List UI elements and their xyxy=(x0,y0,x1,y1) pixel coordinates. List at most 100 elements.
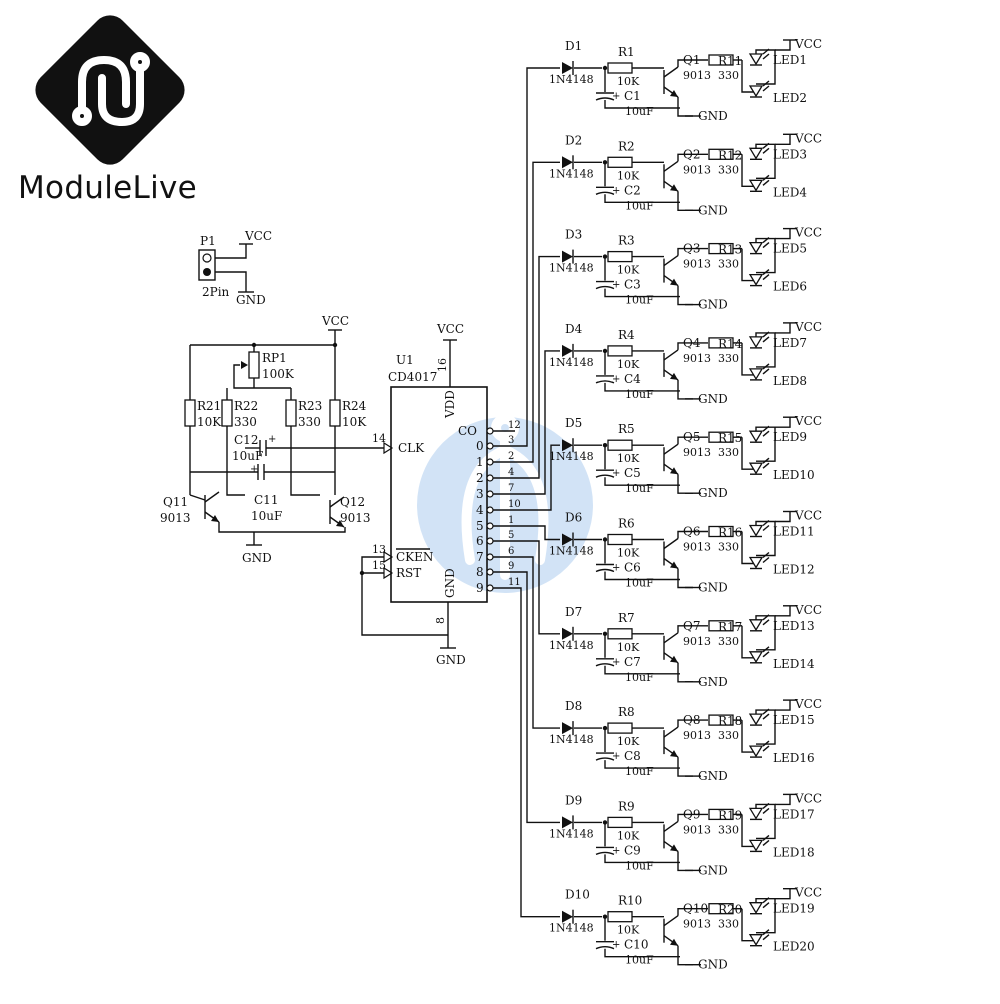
ch4-transistor-value: 9013 xyxy=(683,352,711,365)
led-triangle xyxy=(748,745,764,758)
ch9-transistor-value: 9013 xyxy=(683,823,711,836)
ch10-transistor-ref: Q10 xyxy=(683,902,708,916)
p1-pin xyxy=(202,253,212,263)
led-ray xyxy=(762,524,770,532)
ch6-cap-polarity: + xyxy=(612,563,620,574)
ch4-cap-polarity: + xyxy=(612,374,620,385)
diode-icon xyxy=(562,909,574,924)
output-pin-bubble xyxy=(486,474,494,482)
led-icon xyxy=(748,740,770,758)
c12-polarity: + xyxy=(268,434,276,445)
led-ray xyxy=(762,179,770,186)
r24-ref-label: R24 xyxy=(342,399,367,413)
cken-label: CKEN xyxy=(396,550,433,564)
wire xyxy=(677,662,693,683)
output-bus-wire xyxy=(515,255,560,479)
led-icon xyxy=(748,646,770,664)
base-resistor xyxy=(607,816,633,829)
ch10-led2-label: LED20 xyxy=(773,940,815,954)
output-pin-bubble xyxy=(486,568,494,576)
ch7-cap-polarity: + xyxy=(612,657,620,668)
capacitor-icon xyxy=(595,186,615,195)
base-resistor xyxy=(607,345,633,357)
diode-icon xyxy=(562,249,574,264)
diode-icon xyxy=(562,721,574,736)
wire xyxy=(677,813,708,822)
ch2-vcc-label: VCC xyxy=(794,131,822,145)
led-ray xyxy=(762,839,770,846)
led-triangle xyxy=(748,147,764,160)
ch2-load-res-value: 330 xyxy=(718,163,739,176)
npn-transistor-icon xyxy=(663,915,679,947)
ch10-diode-value: 1N4148 xyxy=(549,922,594,935)
wire xyxy=(677,285,693,306)
rst-pin-number: 15 xyxy=(372,559,386,572)
r22-resistor xyxy=(221,399,233,427)
cap-plate-curved xyxy=(595,285,615,290)
diode-triangle xyxy=(562,344,573,357)
ch2-base-res-value: 10K xyxy=(617,169,640,182)
wire xyxy=(677,757,693,777)
transistor-collector xyxy=(663,66,679,78)
ch3-cap-ref: C3 xyxy=(624,278,641,292)
ch6-base-res-value: 10K xyxy=(617,547,640,560)
ch9-gnd-label: GND xyxy=(698,863,728,877)
wire xyxy=(775,794,791,806)
ch7-led1-label: LED13 xyxy=(773,619,815,633)
emitter-arrow xyxy=(670,844,678,852)
output-pin-bubble xyxy=(486,442,494,450)
ch2-cap-polarity: + xyxy=(612,185,620,196)
ch4-load-res-value: 330 xyxy=(718,352,739,365)
ch1-cap-ref: C1 xyxy=(624,89,641,103)
ch3-led2-label: LED6 xyxy=(773,280,807,294)
output-bus-wire xyxy=(515,556,560,729)
ch5-led1-label: LED9 xyxy=(773,430,807,444)
ch7-load-res-ref: R17 xyxy=(718,620,742,634)
led-ray xyxy=(762,651,770,658)
ch6-gnd-label: GND xyxy=(698,581,728,595)
ch3-load-res-ref: R13 xyxy=(718,243,742,257)
base-resistor xyxy=(607,628,633,640)
rp1-potentiometer xyxy=(248,351,260,379)
ch9-base-res-value: 10K xyxy=(617,829,640,842)
ch10-diode-ref: D10 xyxy=(565,888,590,902)
emitter-arrow xyxy=(670,467,678,475)
q11-value-label: 9013 xyxy=(160,511,191,525)
cap-plate-curved xyxy=(595,757,615,761)
base-resistor xyxy=(607,911,633,923)
wire xyxy=(775,888,791,900)
ch4-base-res-value: 10K xyxy=(617,358,640,371)
wire xyxy=(677,342,708,350)
ch6-cap-value: 10uF xyxy=(625,577,654,590)
ch3-gnd-label: GND xyxy=(698,298,728,312)
led-triangle xyxy=(748,368,764,381)
output-bus-wire xyxy=(515,67,560,447)
cap-plate-curved xyxy=(595,97,615,101)
output-2-label: 1 xyxy=(476,455,484,469)
diode-triangle xyxy=(562,533,573,546)
cap-plate-curved xyxy=(595,380,615,384)
ch4-led1-label: LED7 xyxy=(773,336,807,350)
diode-triangle xyxy=(562,910,573,923)
r23-resistor xyxy=(285,399,297,427)
ch3-led1-label: LED5 xyxy=(773,242,807,256)
led-triangle xyxy=(748,839,764,852)
output-0-pin-number: 12 xyxy=(508,420,521,431)
ch6-base-res-ref: R6 xyxy=(618,517,635,531)
npn-transistor-icon xyxy=(663,443,679,475)
ch9-cap-ref: C9 xyxy=(624,843,641,857)
transistor-collector xyxy=(663,537,679,550)
npn-transistor-icon xyxy=(663,632,679,664)
emitter-arrow xyxy=(670,938,678,946)
led-ray xyxy=(762,53,770,60)
ch3-diode-value: 1N4148 xyxy=(549,262,594,275)
ch10-load-res-ref: R20 xyxy=(718,903,742,917)
output-pin-bubble xyxy=(486,537,494,545)
ch10-transistor-value: 9013 xyxy=(683,918,711,931)
ch1-load-res-value: 330 xyxy=(718,69,739,82)
led-ray xyxy=(762,713,770,720)
r21-value-label: 10K xyxy=(197,415,222,429)
ch5-transistor-ref: Q5 xyxy=(683,430,700,444)
wire xyxy=(677,474,693,494)
transistor-collector xyxy=(329,496,345,508)
